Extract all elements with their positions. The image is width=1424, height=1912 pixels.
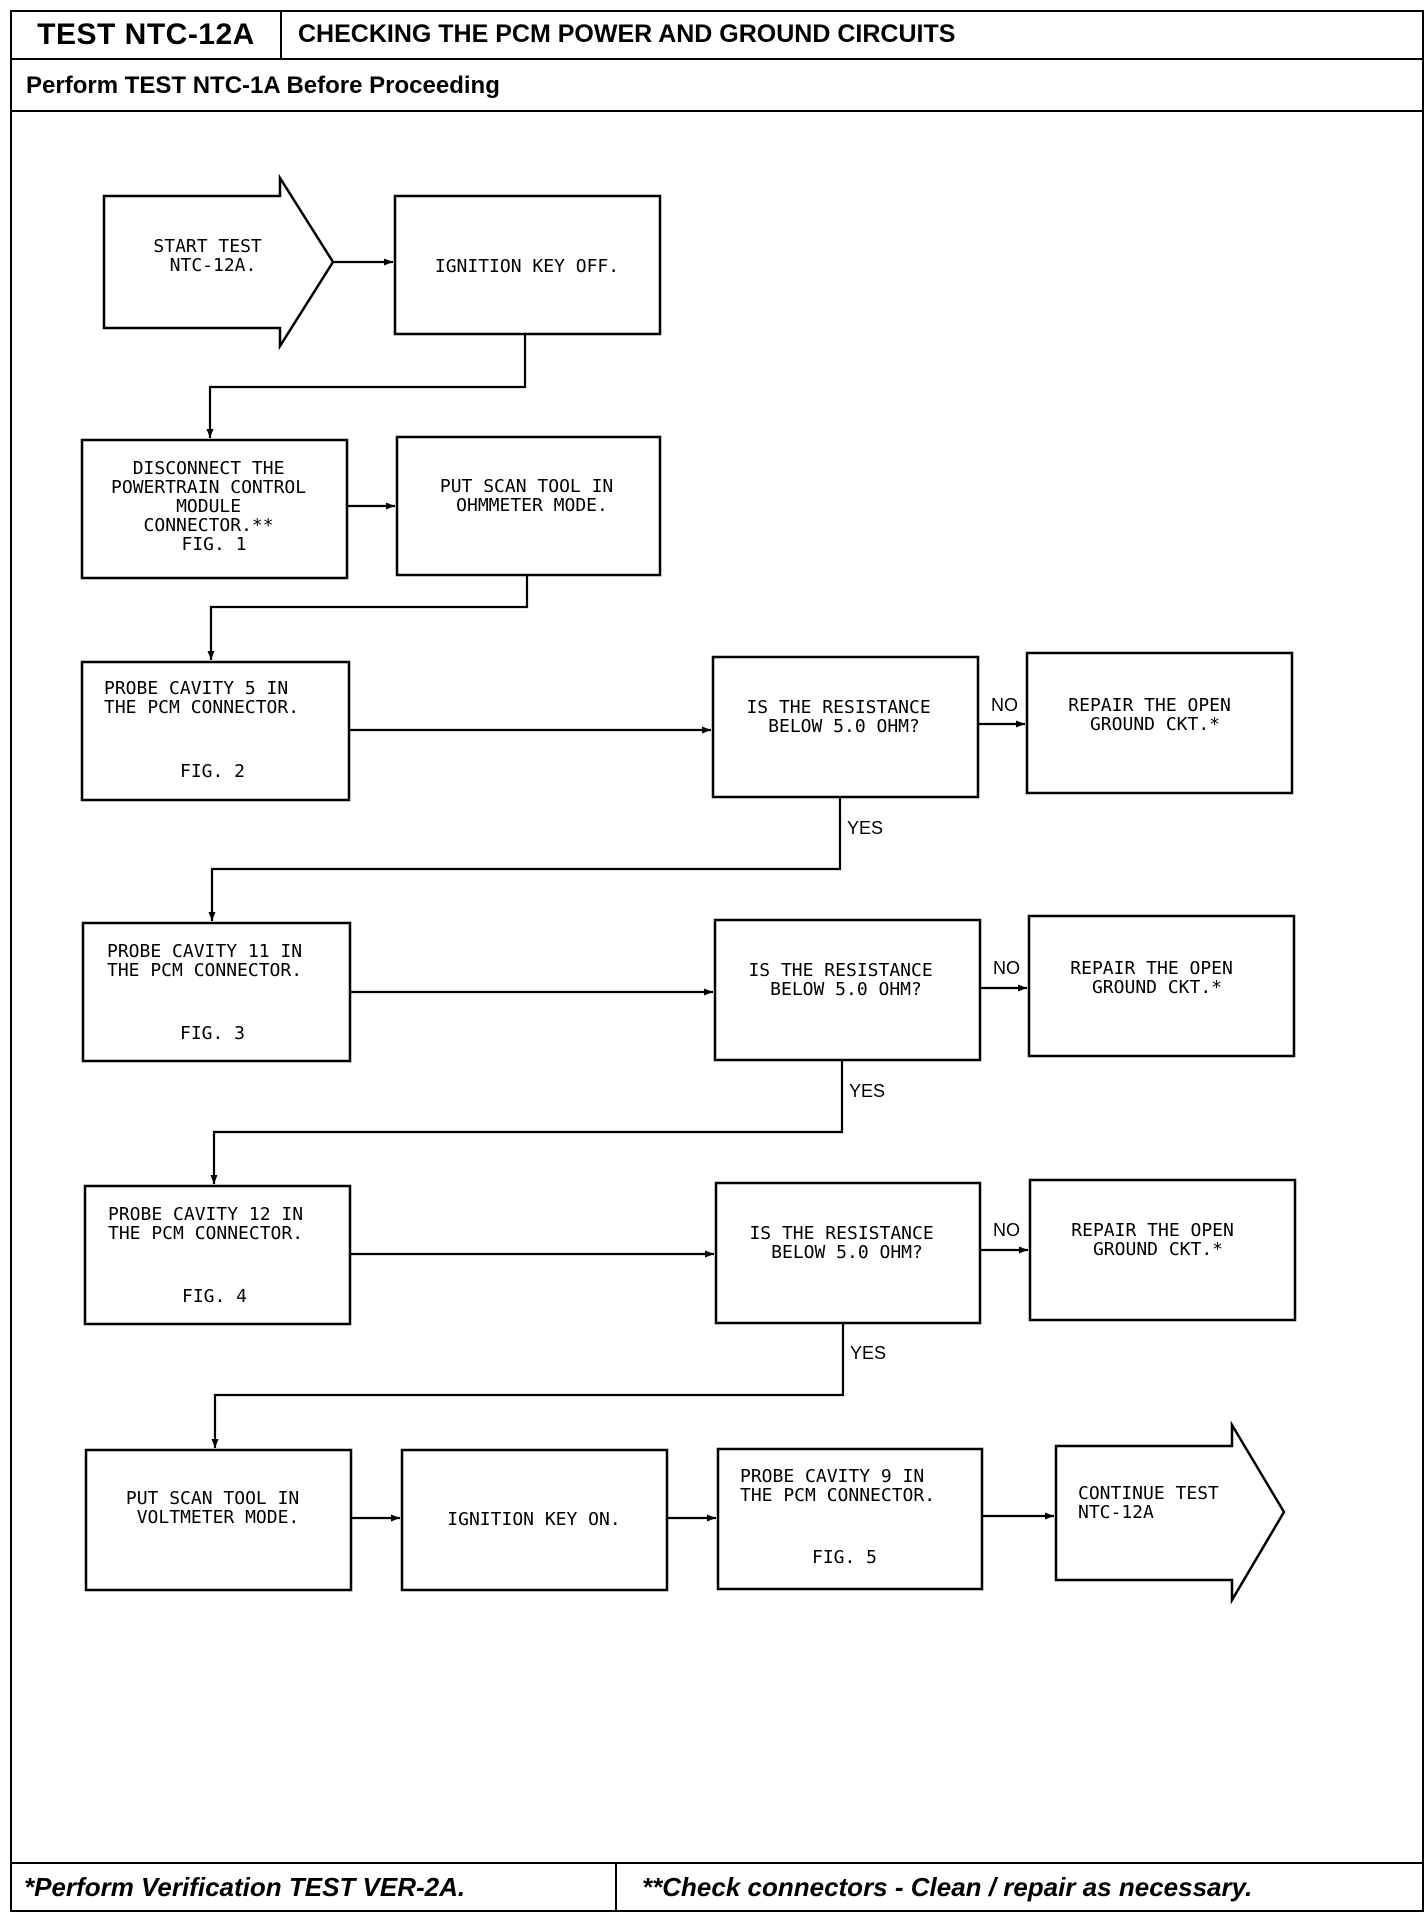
header-row: TEST NTC-12A CHECKING THE PCM POWER AND … <box>12 12 1422 60</box>
connector-ignition-off-to-disconnect <box>206 334 527 438</box>
disconnect-text: DISCONNECT THE POWERTRAIN CONTROL MODULE… <box>111 458 317 555</box>
resistance-check-3-box <box>714 1181 982 1325</box>
probe-12-text: PROBE CAVITY 12 IN THE PCM CONNECTOR. FI… <box>108 1204 314 1307</box>
voltmeter-text: PUT SCAN TOOL IN VOLTMETER MODE. <box>126 1488 310 1528</box>
no-label-3: NO <box>993 1220 1020 1240</box>
ignition-on-box <box>400 1448 669 1592</box>
probe-cavity-11-box <box>81 921 352 1063</box>
prerequisite-note: Perform TEST NTC-1A Before Proceeding <box>26 72 500 99</box>
ignition-off-box <box>393 194 662 336</box>
repair-1-text: REPAIR THE OPEN GROUND CKT.* <box>1068 695 1241 735</box>
voltmeter-mode-box <box>84 1448 353 1592</box>
test-title: CHECKING THE PCM POWER AND GROUND CIRCUI… <box>298 20 956 48</box>
ignition-off-text: IGNITION KEY OFF. <box>435 256 619 277</box>
start-node <box>102 173 335 351</box>
yes-label-3: YES <box>850 1343 886 1363</box>
no-label-2: NO <box>993 958 1020 978</box>
repair-3-text: REPAIR THE OPEN GROUND CKT.* <box>1071 1220 1244 1260</box>
repair-open-ground-3-box <box>1028 1178 1297 1322</box>
resistance-check-2-box <box>713 918 982 1062</box>
yes-label-2: YES <box>849 1081 885 1101</box>
repair-2-text: REPAIR THE OPEN GROUND CKT.* <box>1070 958 1243 998</box>
ignition-on-text: IGNITION KEY ON. <box>447 1509 620 1530</box>
probe-cavity-9-box <box>716 1447 984 1591</box>
prerequisite-row: Perform TEST NTC-1A Before Proceeding <box>12 60 1422 112</box>
check-1-text: IS THE RESISTANCE BELOW 5.0 OHM? <box>746 697 941 737</box>
page-frame: TEST NTC-12A CHECKING THE PCM POWER AND … <box>10 10 1424 1912</box>
probe-cavity-12-box <box>83 1184 352 1326</box>
disconnect-connector-box <box>80 438 349 580</box>
probe-11-text: PROBE CAVITY 11 IN THE PCM CONNECTOR. FI… <box>107 941 313 1044</box>
no-label-1: NO <box>991 695 1018 715</box>
connector-ohmmeter-to-probe-5 <box>207 575 529 660</box>
check-3-text: IS THE RESISTANCE BELOW 5.0 OHM? <box>749 1223 944 1263</box>
test-id: TEST NTC-12A <box>12 12 282 58</box>
yes-label-1: YES <box>847 818 883 838</box>
repair-open-ground-1-box <box>1025 651 1294 795</box>
connector-check-1-yes <box>208 797 842 921</box>
probe-cavity-5-box <box>80 660 351 802</box>
resistance-check-1-box <box>711 655 980 799</box>
footer-note-right: **Check connectors - Clean / repair as n… <box>642 1871 1253 1902</box>
check-2-text: IS THE RESISTANCE BELOW 5.0 OHM? <box>748 960 943 1000</box>
ohmmeter-text: PUT SCAN TOOL IN OHMMETER MODE. <box>440 476 624 516</box>
start-text: START TEST NTC-12A. <box>153 236 272 276</box>
repair-open-ground-2-box <box>1027 914 1296 1058</box>
continue-node <box>1054 1420 1286 1605</box>
connector-check-3-yes <box>211 1323 845 1448</box>
footer-note-left: *Perform Verification TEST VER-2A. <box>12 1864 617 1910</box>
probe-9-text: PROBE CAVITY 9 IN THE PCM CONNECTOR. FIG… <box>740 1466 946 1568</box>
probe-5-text: PROBE CAVITY 5 IN THE PCM CONNECTOR. FIG… <box>104 678 310 782</box>
continue-text: CONTINUE TEST NTC-12A <box>1078 1483 1230 1523</box>
footer-row: *Perform Verification TEST VER-2A. **Che… <box>12 1862 1422 1910</box>
ohmmeter-mode-box <box>395 435 662 577</box>
connector-check-2-yes <box>210 1060 844 1184</box>
